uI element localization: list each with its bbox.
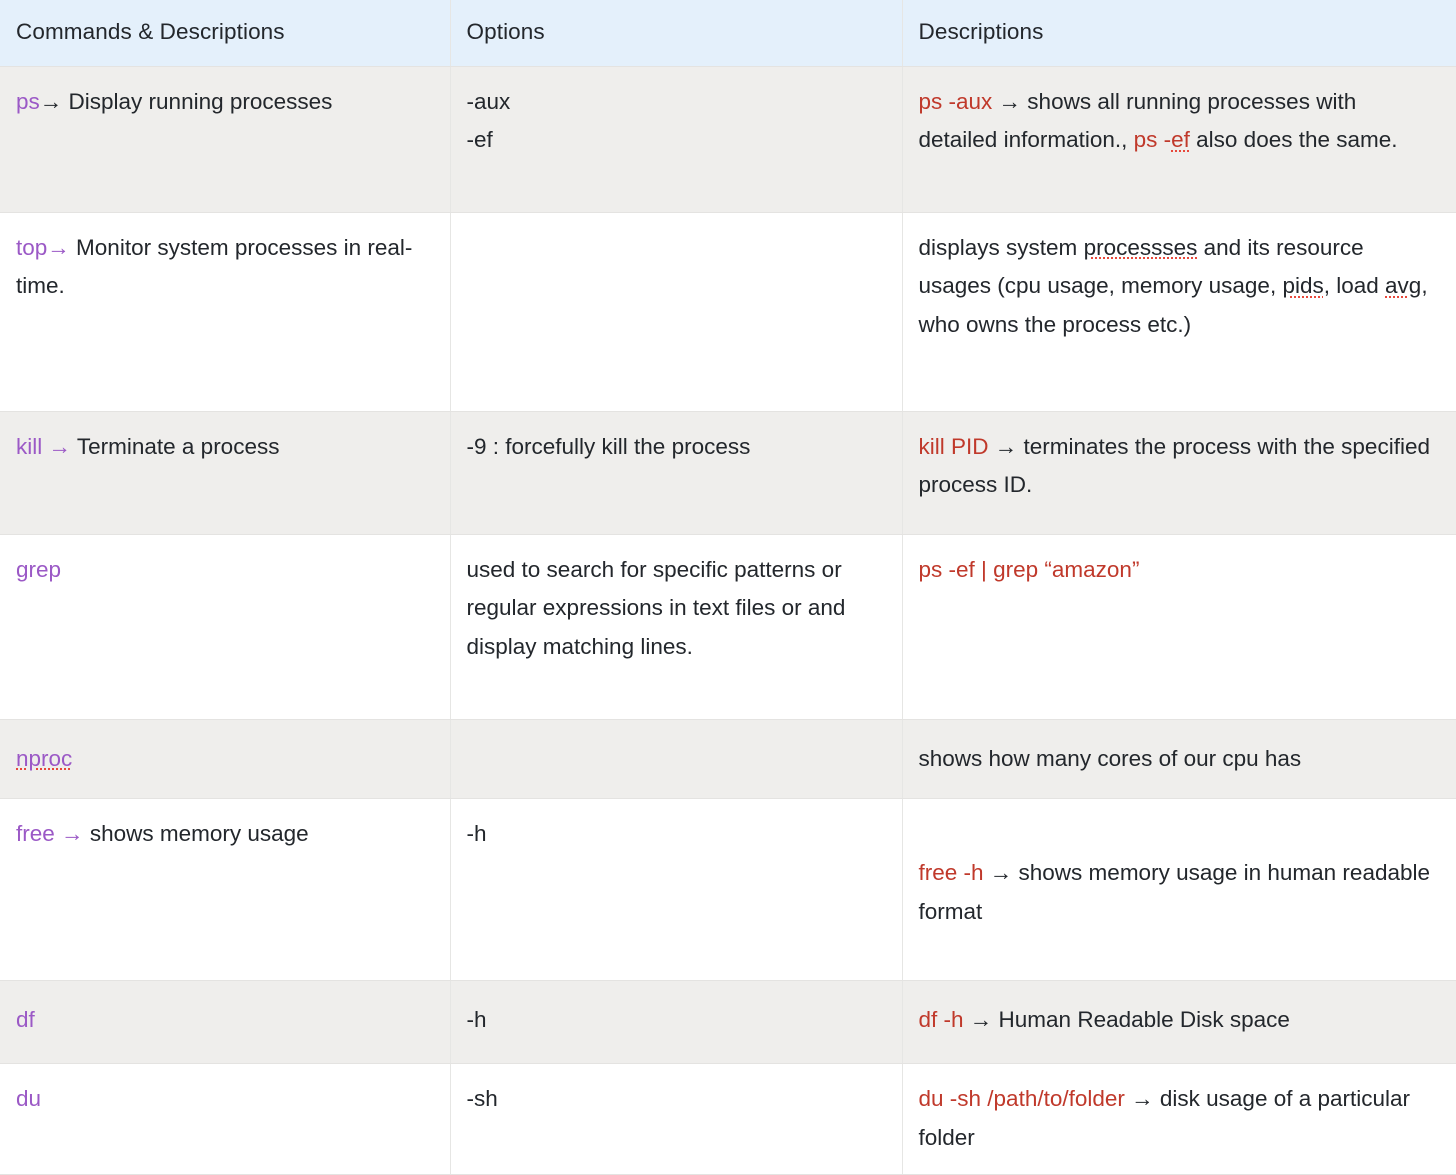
description-text: displays system (918, 234, 1084, 260)
inline-code: df -h (918, 1007, 964, 1033)
misspelled-word: avg (1385, 273, 1422, 299)
command-cell-nproc: nproc (0, 719, 451, 800)
description-cell-ps: ps -aux → shows all running processes wi… (902, 66, 1456, 213)
option-line: -sh (466, 1086, 498, 1112)
command-arrow: → (39, 88, 63, 114)
table-row: du -sh du -sh /path/to/folder → disk usa… (0, 1063, 1456, 1175)
description-cell-kill: kill PID → terminates the process with t… (902, 411, 1456, 535)
inline-code: ps - (1133, 127, 1172, 153)
description-text: → shows all running processes with detai… (918, 88, 1357, 153)
command-name-df: df (16, 1007, 35, 1033)
description-cell-df: df -h → Human Readable Disk space (902, 980, 1456, 1065)
option-line: -h (466, 1007, 487, 1033)
option-line: -aux (466, 88, 511, 114)
command-name-free: free (16, 821, 55, 847)
description-cell-free: free -h → shows memory usage in human re… (902, 798, 1456, 982)
table-row: free → shows memory usage -h free -h → s… (0, 798, 1456, 982)
table-row: top→ Monitor system processes in real-ti… (0, 212, 1456, 412)
description-text: → terminates the process with the specif… (918, 433, 1430, 498)
description-text: → Human Readable Disk space (963, 1007, 1290, 1033)
command-arrow: → (61, 821, 84, 847)
description-text: also does the same. (1189, 127, 1398, 153)
options-cell-top (450, 212, 903, 412)
command-cell-df: df (0, 980, 451, 1065)
option-line: -9 : forcefully kill the process (466, 433, 751, 459)
options-cell-grep: used to search for specific patterns or … (450, 534, 903, 720)
description-cell-top: displays system processses and its resou… (902, 212, 1456, 412)
command-cell-ps: ps→ Display running processes (0, 66, 451, 213)
command-name-kill: kill (16, 433, 43, 459)
description-cell-nproc: shows how many cores of our cpu has (902, 719, 1456, 800)
command-arrow: → (48, 433, 72, 459)
command-name-du: du (16, 1086, 42, 1112)
command-cell-free: free → shows memory usage (0, 798, 451, 982)
command-name-ps: ps (16, 88, 40, 114)
table-body: ps→ Display running processes -aux -ef p… (0, 66, 1456, 1175)
description-text: , who owns the process etc.) (918, 273, 1428, 338)
table-header: Commands & Descriptions Options Descript… (0, 0, 1456, 67)
misspelled-word: processses (1083, 234, 1198, 260)
command-cell-grep: grep (0, 534, 451, 720)
header-row: Commands & Descriptions Options Descript… (0, 0, 1456, 67)
command-cell-kill: kill → Terminate a process (0, 411, 451, 535)
inline-code: du -sh /path/to/folder (918, 1086, 1125, 1112)
misspelled-word: pids (1282, 273, 1324, 299)
table-row: df -h df -h → Human Readable Disk space (0, 980, 1456, 1065)
options-cell-kill: -9 : forcefully kill the process (450, 411, 903, 535)
inline-code: ps -ef | grep “amazon” (918, 556, 1140, 582)
command-description: Display running processes (68, 88, 333, 114)
options-cell-ps: -aux -ef (450, 66, 903, 213)
inline-code: free -h (918, 860, 984, 886)
table-row: ps→ Display running processes -aux -ef p… (0, 66, 1456, 213)
table-row: nproc shows how many cores of our cpu ha… (0, 719, 1456, 800)
table-row: grep used to search for specific pattern… (0, 534, 1456, 720)
command-description: Terminate a process (76, 433, 280, 459)
options-cell-df: -h (450, 980, 903, 1065)
command-description: shows memory usage (89, 821, 309, 847)
command-cell-du: du (0, 1063, 451, 1175)
inline-code: ps -aux (918, 88, 993, 114)
option-line: used to search for specific patterns or … (466, 556, 846, 660)
column-header-commands: Commands & Descriptions (0, 0, 451, 67)
option-line: -h (466, 821, 487, 847)
description-text: → shows memory usage in human readable f… (918, 860, 1431, 925)
command-arrow: → (47, 234, 70, 260)
table-row: kill → Terminate a process -9 : forceful… (0, 411, 1456, 535)
command-name-grep: grep (16, 556, 62, 582)
description-text: and its resource usages (cpu usage, memo… (918, 234, 1364, 299)
description-cell-du: du -sh /path/to/folder → disk usage of a… (902, 1063, 1456, 1175)
command-name-nproc: nproc (16, 745, 73, 771)
column-header-options: Options (450, 0, 903, 67)
description-text: shows how many cores of our cpu has (918, 745, 1302, 771)
column-header-descriptions: Descriptions (902, 0, 1456, 67)
options-cell-nproc (450, 719, 903, 800)
inline-code: kill PID (918, 433, 989, 459)
description-text: , load (1323, 273, 1386, 299)
command-name-top: top (16, 234, 48, 260)
command-description: Monitor system processes in real-time. (16, 234, 413, 299)
command-cell-top: top→ Monitor system processes in real-ti… (0, 212, 451, 412)
option-line: -ef (466, 127, 493, 153)
description-cell-grep: ps -ef | grep “amazon” (902, 534, 1456, 720)
inline-code-misspelled: ef (1171, 127, 1190, 153)
options-cell-du: -sh (450, 1063, 903, 1175)
options-cell-free: -h (450, 798, 903, 982)
